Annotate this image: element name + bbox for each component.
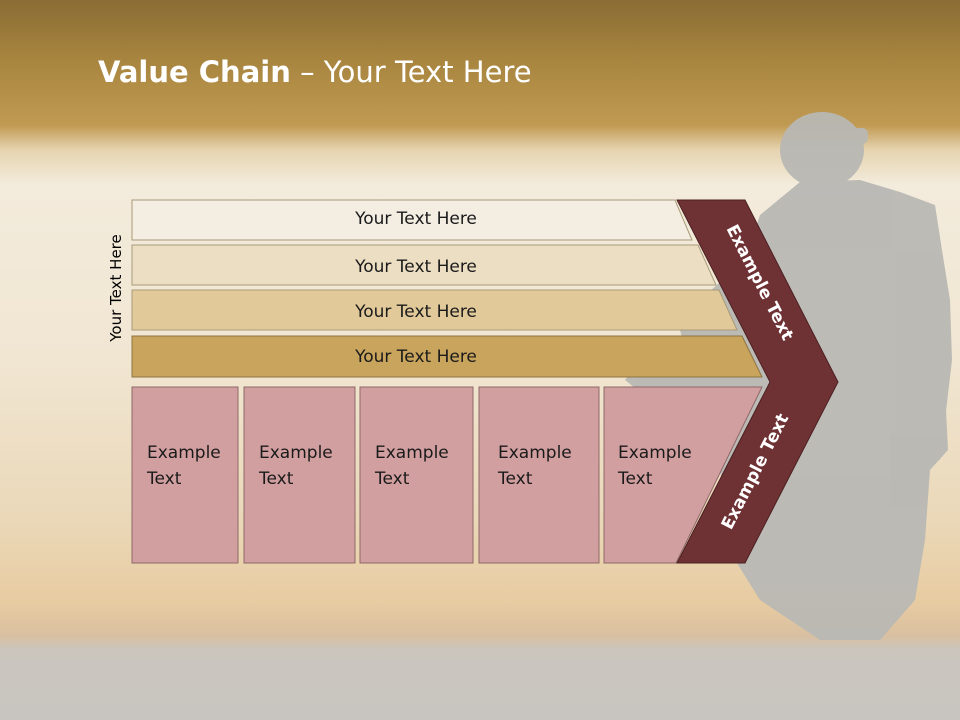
page-title: Value Chain – Your Text Here <box>98 55 532 89</box>
primary-column-2-label: Example Text <box>259 443 333 489</box>
support-bar-1-label: Your Text Here <box>354 209 477 229</box>
margin-chevron <box>676 199 839 564</box>
primary-column-2 <box>243 386 356 564</box>
primary-column-4-label: Example Text <box>498 443 572 489</box>
primary-column-1-label: Example Text <box>147 443 221 489</box>
primary-column-1 <box>131 386 239 564</box>
diagram-reflection: Example Text Example Text Example Text E… <box>0 565 960 720</box>
primary-column-5-label: Example Text <box>618 443 692 489</box>
primary-column-3-label: Example Text <box>375 443 449 489</box>
support-bar-2 <box>131 244 717 286</box>
primary-column-5 <box>603 386 763 564</box>
primary-column-3 <box>359 386 474 564</box>
support-bar-4-label: Your Text Here <box>354 347 477 367</box>
support-bar-3-label: Your Text Here <box>354 302 477 322</box>
support-bar-1 <box>131 199 693 241</box>
support-bar-2-label: Your Text Here <box>354 257 477 277</box>
support-bar-4 <box>131 335 763 378</box>
support-bar-3 <box>131 289 738 331</box>
primary-column-4 <box>478 386 600 564</box>
